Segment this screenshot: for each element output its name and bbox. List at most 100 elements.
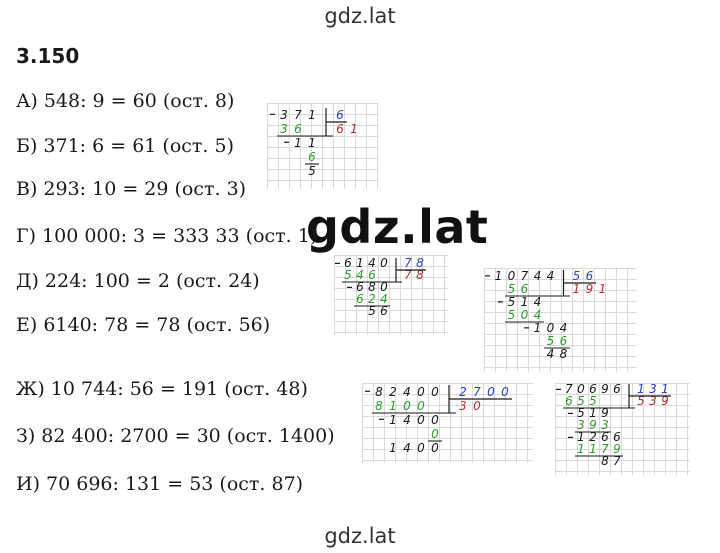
division-digit: 6 xyxy=(344,256,352,270)
division-digit: 6 xyxy=(380,304,388,318)
answer-line-d: Д) 224: 100 = 2 (ост. 24) xyxy=(16,270,260,292)
division-digit: 0 xyxy=(501,385,509,399)
division-digit: 9 xyxy=(613,442,621,456)
division-digit: 0 xyxy=(380,280,388,294)
division-digit: 6 xyxy=(356,280,364,294)
division-digit: 0 xyxy=(547,321,555,335)
answer-line-a: А) 548: 9 = 60 (ост. 8) xyxy=(16,90,235,112)
division-digit: 6 xyxy=(589,382,597,396)
division-digit: 9 xyxy=(661,394,669,408)
division-digit: 8 xyxy=(368,280,376,294)
division-digit: 3 xyxy=(649,394,657,408)
division-digit: 6 xyxy=(613,382,621,396)
division-digit: 4 xyxy=(368,256,376,270)
division-digit: 2 xyxy=(389,385,397,399)
division-digit: 0 xyxy=(431,441,439,455)
division-digit: 4 xyxy=(380,292,388,306)
division-digit: 1 xyxy=(637,382,645,396)
division-digit: 3 xyxy=(459,399,467,413)
answer-line-i: И) 70 696: 131 = 53 (ост. 87) xyxy=(16,473,304,495)
division-digit: 7 xyxy=(613,454,621,468)
division-digit: 6 xyxy=(521,282,529,296)
division-digit: 7 xyxy=(404,268,412,282)
division-digit: 9 xyxy=(589,418,597,432)
division-digit: 1 xyxy=(521,295,529,309)
division-digit: 1 xyxy=(534,321,542,335)
division-digit: 1 xyxy=(308,136,316,150)
answer-line-v: В) 293: 10 = 29 (ост. 3) xyxy=(16,178,247,200)
division-digit: 5 xyxy=(547,334,555,348)
division-digit: 3 xyxy=(280,122,288,136)
division-digit: 5 xyxy=(573,269,581,283)
division-digit: 8 xyxy=(375,399,383,413)
answer-line-zh: Ж) 10 744: 56 = 191 (ост. 48) xyxy=(16,378,308,400)
division-digit: 2 xyxy=(459,385,467,399)
division-digit: 9 xyxy=(601,382,609,396)
division-digit: 3 xyxy=(601,418,609,432)
division-digit: 6 xyxy=(560,334,568,348)
division-digit: 6 xyxy=(294,122,302,136)
division-digit: 1 xyxy=(589,406,597,420)
division-digit: 4 xyxy=(547,347,555,361)
division-digit: 1 xyxy=(389,413,397,427)
division-digit: 5 xyxy=(308,164,316,178)
division-digit: 1 xyxy=(661,382,669,396)
division-digit: 4 xyxy=(356,268,364,282)
division-digit: 0 xyxy=(403,399,411,413)
division-digit: 4 xyxy=(534,269,542,283)
division-digit: 3 xyxy=(577,418,585,432)
division-digit: 0 xyxy=(431,413,439,427)
division-digit: 0 xyxy=(508,269,516,283)
answer-line-z: З) 82 400: 2700 = 30 (ост. 1400) xyxy=(16,425,335,447)
division-digit: 0 xyxy=(577,382,585,396)
division-digit: 1 xyxy=(577,442,585,456)
division-digit: 5 xyxy=(637,394,645,408)
division-digit: 0 xyxy=(521,308,529,322)
division-digit: 1 xyxy=(308,108,316,122)
division-digit: 6 xyxy=(601,430,609,444)
division-digit: 1 xyxy=(389,441,397,455)
division-digit: 0 xyxy=(473,399,481,413)
division-digit: 1 xyxy=(294,136,302,150)
division-digit: 0 xyxy=(487,385,495,399)
division-digit: 1 xyxy=(356,256,364,270)
division-digit: 9 xyxy=(601,406,609,420)
division-digit: 0 xyxy=(417,441,425,455)
division-digit: 4 xyxy=(534,308,542,322)
division-digit: 7 xyxy=(404,256,412,270)
division-digit: 3 xyxy=(649,382,657,396)
division-digit: 7 xyxy=(473,385,481,399)
division-digit: 2 xyxy=(589,430,597,444)
division-digit: 5 xyxy=(577,394,585,408)
division-digit: 1 xyxy=(573,282,581,296)
division-digit: 1 xyxy=(589,442,597,456)
division-digit: 7 xyxy=(294,108,302,122)
division-digit: 8 xyxy=(560,347,568,361)
division-digit: 6 xyxy=(586,269,594,283)
division-digit: 1 xyxy=(599,282,607,296)
division-digit: 0 xyxy=(417,385,425,399)
division-digit: 5 xyxy=(577,406,585,420)
division-digit: 6 xyxy=(356,292,364,306)
division-digit: 5 xyxy=(508,308,516,322)
division-digit: 7 xyxy=(565,382,573,396)
division-digit: 8 xyxy=(601,454,609,468)
watermark-top: gdz.lat xyxy=(324,4,396,28)
division-digit: 1 xyxy=(495,269,503,283)
division-digit: 7 xyxy=(601,442,609,456)
division-digit: 6 xyxy=(336,122,344,136)
division-digit: 6 xyxy=(613,430,621,444)
division-digit: 8 xyxy=(375,385,383,399)
watermark-middle: gdz.lat xyxy=(306,200,489,254)
answer-line-g: Г) 100 000: 3 = 333 33 (ост. 1) xyxy=(16,225,318,247)
division-digit: 3 xyxy=(280,108,288,122)
division-digit: 5 xyxy=(368,304,376,318)
division-digit: 0 xyxy=(417,413,425,427)
division-digit: 9 xyxy=(586,282,594,296)
